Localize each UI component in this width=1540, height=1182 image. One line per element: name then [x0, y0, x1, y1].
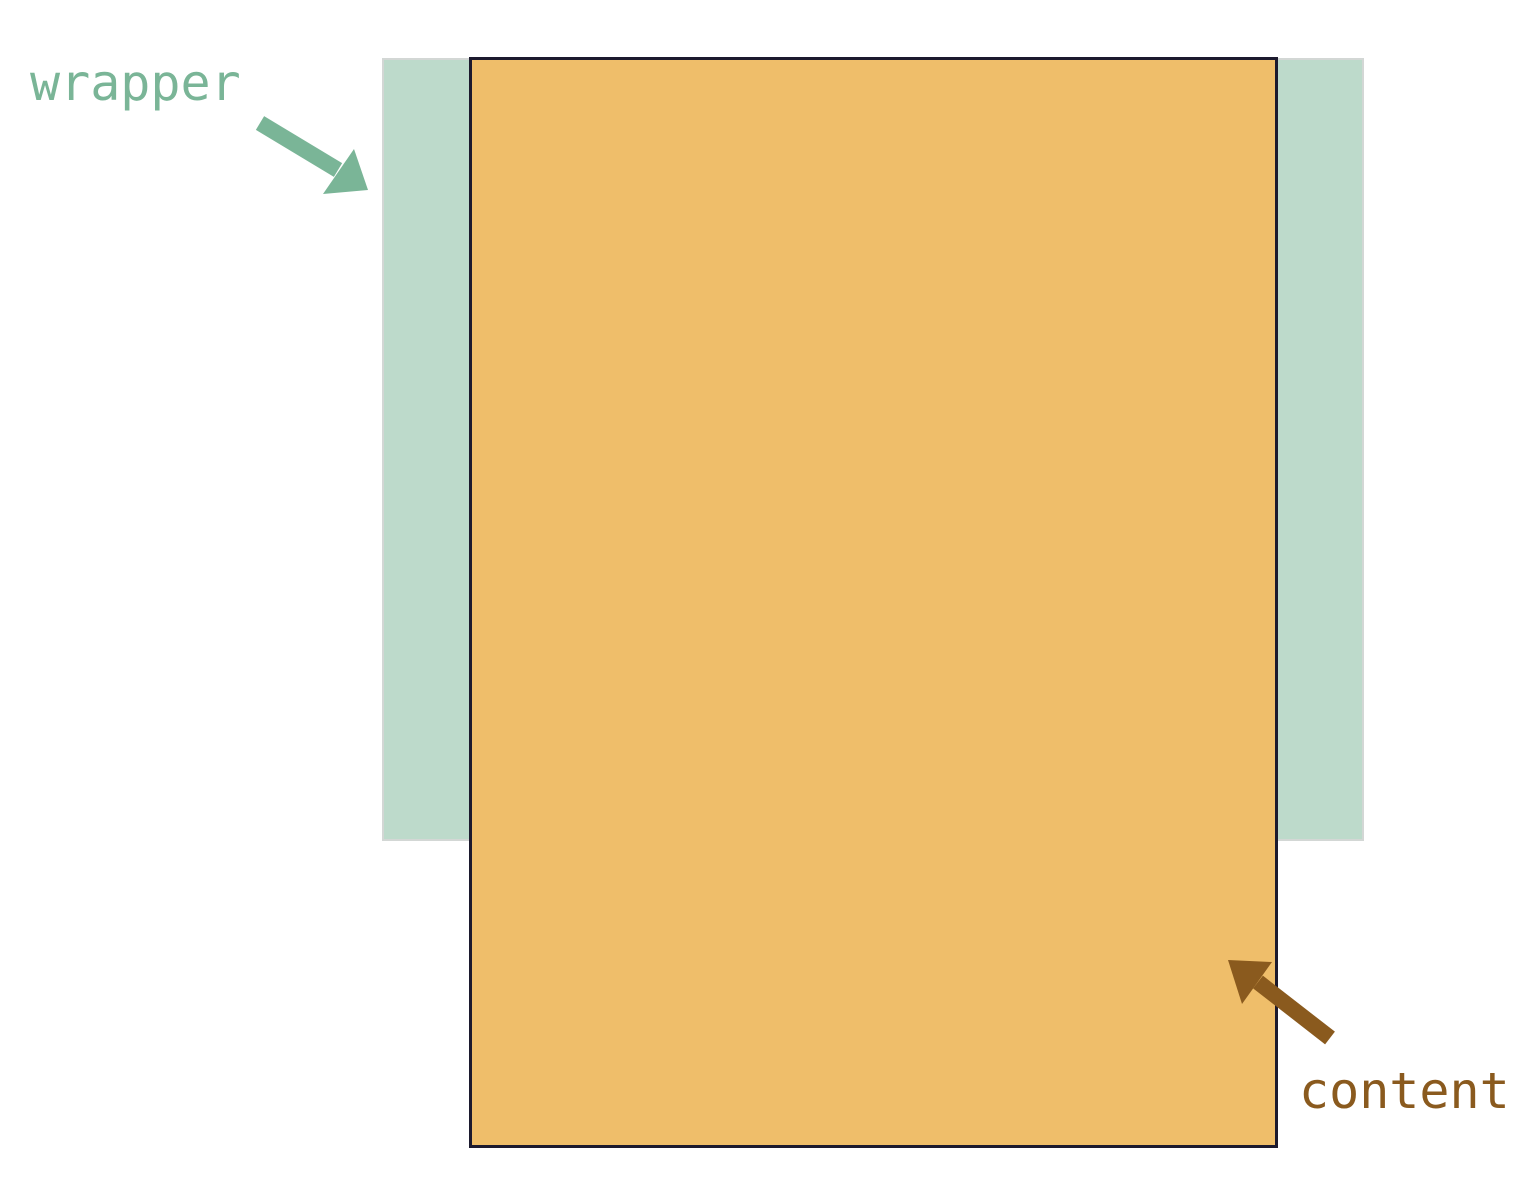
content-box [469, 57, 1278, 1148]
wrapper-label: wrapper [30, 54, 241, 112]
wrapper-arrow-icon [255, 116, 368, 194]
content-label: content [1299, 1062, 1510, 1120]
